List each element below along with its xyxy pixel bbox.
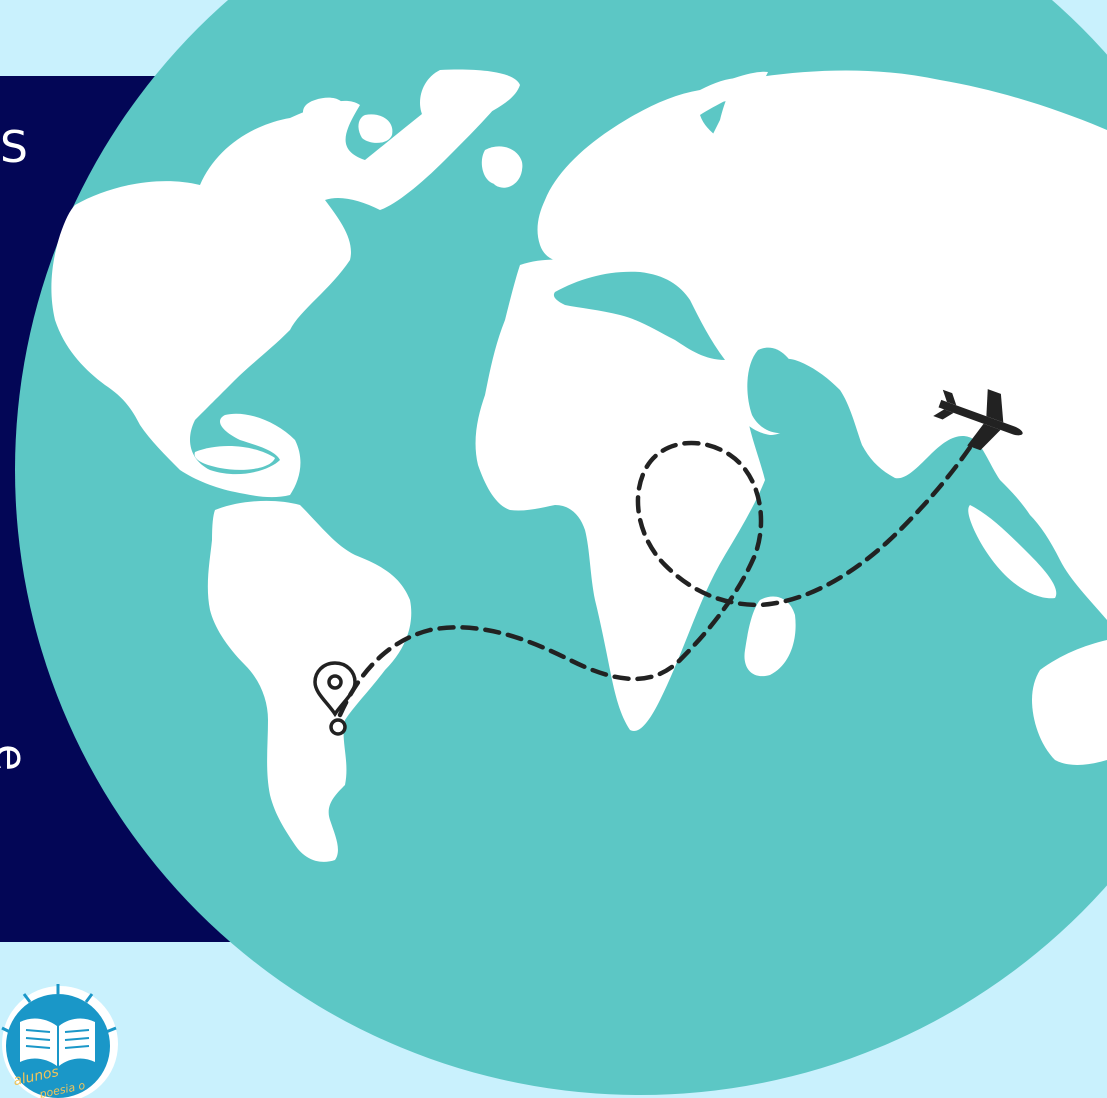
open-book-icon [20, 1018, 95, 1066]
island-japan [1050, 283, 1088, 345]
sea-mediterranean [553, 271, 725, 360]
island-madagascar [744, 596, 796, 677]
island-arctic-1 [303, 97, 345, 123]
island-borneo [1046, 479, 1107, 528]
panel-title-fragment: S [0, 122, 28, 173]
island-arctic-2 [217, 155, 263, 186]
continent-africa [475, 259, 765, 731]
school-logo-badge: alunos poesia o [1, 984, 118, 1098]
badge-virus-spikes [1, 984, 117, 1034]
island-arctic-3 [358, 114, 393, 143]
location-pin-icon [313, 661, 357, 736]
continent-asia [548, 70, 1107, 621]
flight-route-dashed-line [337, 437, 978, 718]
island-britain [487, 154, 522, 188]
island-caribbean [194, 446, 275, 470]
continent-australia [1032, 640, 1107, 765]
continent-north-america [51, 78, 515, 498]
continent-south-america [207, 500, 412, 862]
airplane-icon [933, 389, 1023, 451]
continent-greenland [420, 69, 520, 128]
island-sumatra [968, 505, 1057, 599]
sea-arabia-inlet [747, 347, 800, 434]
